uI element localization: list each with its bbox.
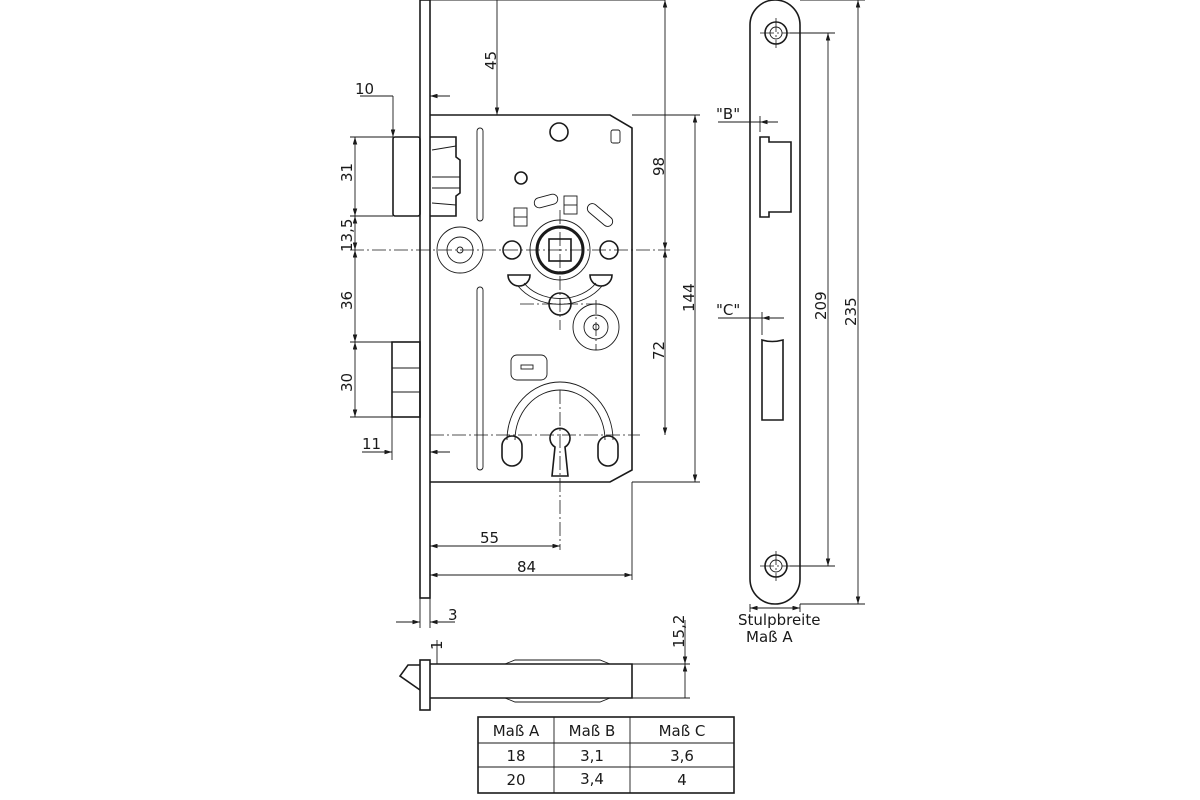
table-header: Maß B — [569, 722, 616, 740]
faceplate — [419, 0, 431, 599]
dim-98: 98 — [650, 157, 668, 176]
table-cell: 3,1 — [580, 747, 604, 765]
dim-10: 10 — [355, 80, 374, 98]
dimension-lines — [350, 0, 700, 628]
strike-plate: "B" "C" 209 235 Stulpbreite Maß A — [716, 0, 865, 646]
mass-a-label: Maß A — [746, 628, 793, 646]
table-header: Maß C — [659, 722, 706, 740]
table-cell: 4 — [677, 771, 687, 789]
table-header: Maß A — [493, 722, 540, 740]
dim-c: "C" — [716, 301, 740, 319]
lock-bottom-view — [398, 620, 690, 711]
dim-31: 31 — [338, 163, 356, 182]
dim-235: 235 — [842, 297, 860, 326]
stulpbreite-label: Stulpbreite — [738, 611, 820, 629]
keyhole — [549, 427, 571, 477]
dim-15-2: 15,2 — [670, 615, 688, 648]
dim-209: 209 — [812, 291, 830, 320]
dim-84: 84 — [517, 558, 536, 576]
dimension-table: Maß A Maß B Maß C 18 3,1 3,6 20 3,4 4 — [477, 716, 735, 794]
dim-45: 45 — [482, 51, 500, 70]
deadbolt — [391, 341, 421, 418]
dim-3: 3 — [448, 606, 458, 624]
dim-11: 11 — [362, 435, 381, 453]
dim-36: 36 — [338, 291, 356, 310]
table-cell: 3,6 — [670, 747, 694, 765]
dim-55: 55 — [480, 529, 499, 547]
dim-72: 72 — [650, 341, 668, 360]
dim-13-5: 13,5 — [338, 219, 356, 252]
dim-b: "B" — [716, 105, 740, 123]
table-cell: 18 — [506, 747, 525, 765]
lock-front-view — [350, 0, 670, 599]
dim-144: 144 — [680, 283, 698, 312]
table-cell: 20 — [506, 771, 525, 789]
latch-bolt — [392, 136, 421, 217]
table-cell: 3,4 — [580, 770, 604, 788]
lock-body — [430, 114, 633, 483]
dim-30: 30 — [338, 373, 356, 392]
